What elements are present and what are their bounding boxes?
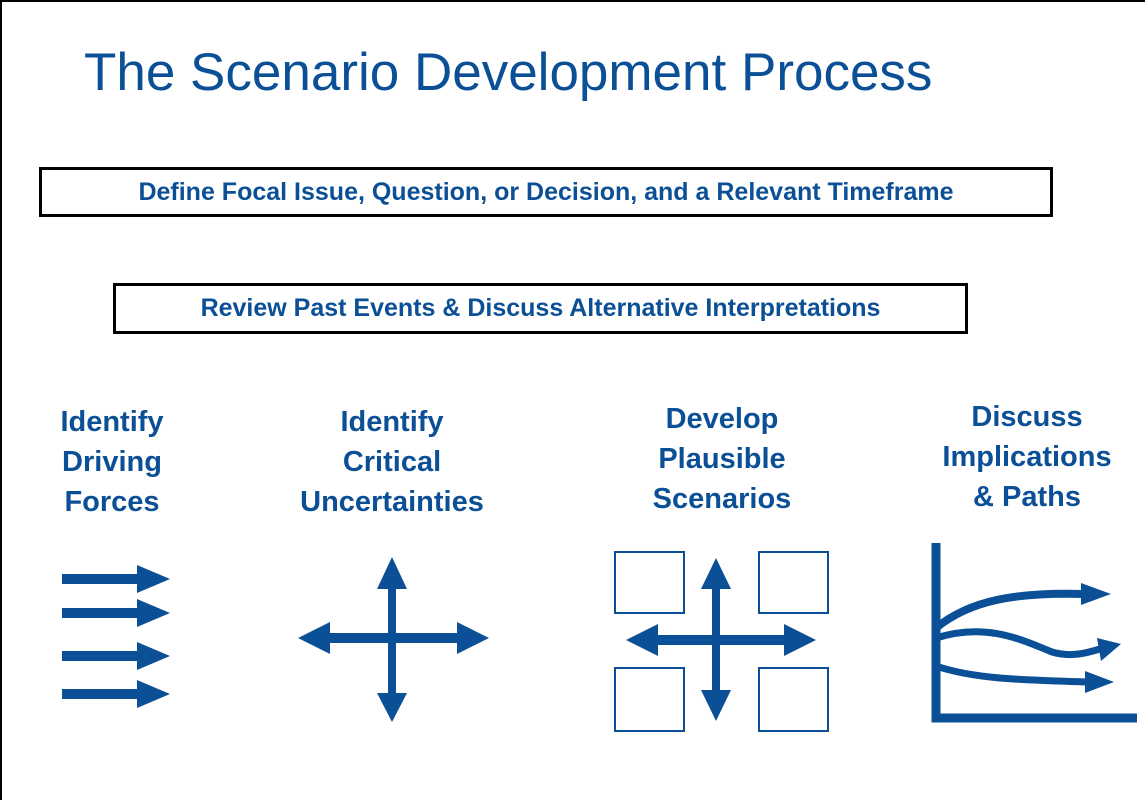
diverging-paths-icon	[931, 543, 1137, 723]
step-label-line: Identify	[60, 406, 164, 438]
step-label-line: Plausible	[658, 443, 786, 475]
step-label-line: Critical	[342, 446, 442, 478]
slide-title: The Scenario Development Process	[84, 43, 933, 102]
step-label-line: Uncertainties	[300, 486, 484, 518]
step-driving-forces: Identify Driving Forces	[32, 402, 192, 522]
past-events-box: Review Past Events & Discuss Alternative…	[113, 283, 968, 334]
focal-issue-box: Define Focal Issue, Question, or Decisio…	[39, 167, 1053, 217]
step-plausible-scenarios: Develop Plausible Scenarios	[612, 399, 832, 519]
step-label-line: Scenarios	[652, 483, 792, 515]
step-label-line: Develop	[665, 403, 779, 435]
step-label-line: Driving	[62, 446, 162, 478]
step-implications-paths: Discuss Implications & Paths	[907, 397, 1145, 517]
quadrant-scenarios-icon	[614, 551, 829, 732]
parallel-arrows-icon	[62, 565, 170, 708]
step-label-line: Implications	[942, 441, 1112, 473]
step-label-line: & Paths	[973, 481, 1081, 513]
step-label-line: Identify	[340, 406, 444, 438]
step-label-line: Discuss	[971, 401, 1083, 433]
cross-arrows-icon	[298, 557, 489, 722]
step-label-line: Forces	[64, 486, 160, 518]
step-critical-uncertainties: Identify Critical Uncertainties	[272, 402, 512, 522]
